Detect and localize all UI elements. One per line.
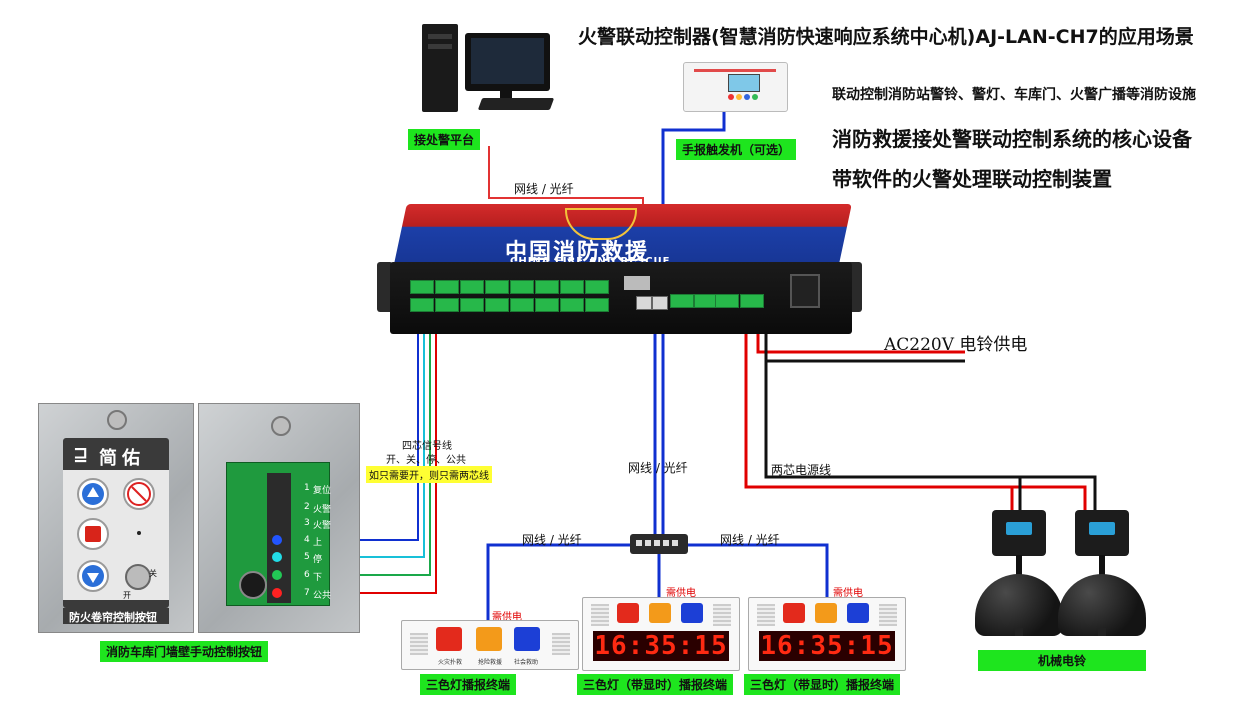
pcb-label-fire-1: 火警 [313,505,332,515]
trigger-net-wire [661,108,726,538]
controller-brand-en: CHINA FIRE AND RESCUE [510,256,671,267]
terminal-basic-label: 三色灯播报终端 [420,674,517,695]
pcb-label-common: 公共 [313,591,332,601]
power-wire-label: 两芯电源线 [771,463,832,477]
pcb-label-fire-2: 火警 [313,521,332,531]
subtitle-software-device: 带软件的火警处理联动控制装置 [832,167,1112,191]
subtitle-linkage: 联动控制消防站警铃、警灯、车库门、火警广播等消防设施 [832,87,1196,103]
pcb-num-4: 4 [304,535,310,545]
blue-lamp [514,627,540,651]
panel-logo-glyph: ⊒ [73,444,89,465]
clock-lamp-terminal-2: 16:35:15 [748,597,906,671]
clock-display-2: 16:35:15 [759,631,895,661]
red-lamp [783,603,805,623]
pcb-num-6: 6 [304,570,310,580]
no-bell-button[interactable] [123,478,155,510]
power-note-clock-2: 需供电 [833,588,863,599]
terminal-clock-2-label: 三色灯（带显时）播报终端 [744,674,901,695]
net-label-right: 网线 / 光纤 [720,533,780,547]
pcb-num-3: 3 [304,518,310,528]
up-button[interactable] [77,478,109,510]
terminal-clock-1-label: 三色灯（带显时）播报终端 [577,674,734,695]
blue-lamp [847,603,869,623]
orange-lamp [476,627,502,651]
three-color-lamp-terminal: 火灾扑救 抢险救援 社会救助 [401,620,579,670]
power-note-clock-1: 需供电 [666,588,696,599]
pcb-num-2: 2 [304,502,310,512]
net-label-top: 网线 / 光纤 [514,182,574,196]
terminal-dot-red [272,588,282,598]
signal-wire-note: 如只需要开，则只需两芯线 [366,466,492,483]
key-switch-icon[interactable] [125,564,151,590]
signal-wire-title: 四芯信号线 [402,441,452,452]
pcb-num-7: 7 [304,588,310,598]
lamp-caption-rescue: 抢险救援 [478,659,503,666]
pcb-label-up: 上 [313,538,323,548]
diagram-title: 火警联动控制器(智慧消防快速响应系统中心机)AJ-LAN-CH7的应用场景 [578,26,1194,48]
red-lamp [436,627,462,651]
key-on-label: 开 [123,591,131,600]
pcb-num-5: 5 [304,552,310,562]
no-bell-icon [127,482,151,506]
terminal-dot-green [272,570,282,580]
platform-label: 接处警平台 [408,129,481,150]
bell-wire-red [744,305,1014,510]
orange-lamp [815,603,837,623]
garage-button-label: 消防车库门墙壁手动控制按钮 [100,641,269,662]
trigger-label: 手报触发机（可选） [676,139,797,160]
orange-lamp [649,603,671,623]
stop-button[interactable] [77,518,109,550]
stop-square-icon [85,526,101,542]
net-label-middle: 网线 / 光纤 [628,461,688,475]
buzzer-icon [239,571,267,599]
red-lamp [617,603,639,623]
net-label-left: 网线 / 光纤 [522,533,582,547]
bell-wire-black [764,361,1097,510]
clock-display-1: 16:35:15 [593,631,729,661]
pcb-label-stop: 停 [313,555,323,565]
power-socket-icon [790,274,820,308]
ac-power-label: AC220V 电铃供电 [884,335,1028,355]
terminal-dot-blue [272,535,282,545]
network-switch-icon [630,534,688,554]
lamp-caption-fire: 火灾扑救 [438,659,463,666]
down-button[interactable] [77,560,109,592]
power-note-basic: 需供电 [492,612,522,623]
screw-icon [107,410,127,430]
arrow-down-icon [82,565,104,587]
clock-lamp-terminal-1: 16:35:15 [582,597,740,671]
pcb-label-down: 下 [313,573,323,583]
pcb-num-1: 1 [304,483,310,493]
signal-wire-desc: 开、关、停、公共 [386,455,466,466]
manual-alarm-trigger-icon [683,62,788,112]
arrow-up-icon [82,483,104,505]
blue-lamp [681,603,703,623]
pcb-label-reset: 复位 [313,486,332,496]
bells-label: 机械电铃 [978,650,1146,671]
panel-logo: 简佑 [99,448,145,469]
controller-brand-cn: 中国消防救援 [505,240,650,265]
net-wire-left [486,543,630,620]
garage-door-button-panel: ⊒ 简佑 关 开 防火卷帘控制按钮 [38,403,194,633]
screw-icon [271,416,291,436]
key-off-label: 关 [149,569,157,578]
lamp-caption-aid: 社会救助 [514,659,539,666]
subtitle-core-device: 消防救援接处警联动控制系统的核心设备 [832,127,1192,151]
net-wire-right [688,543,829,598]
panel-caption: 防火卷帘控制按钮 [69,611,157,624]
terminal-dot-cyan [272,552,282,562]
bell-wire-red-2 [1012,485,1087,510]
